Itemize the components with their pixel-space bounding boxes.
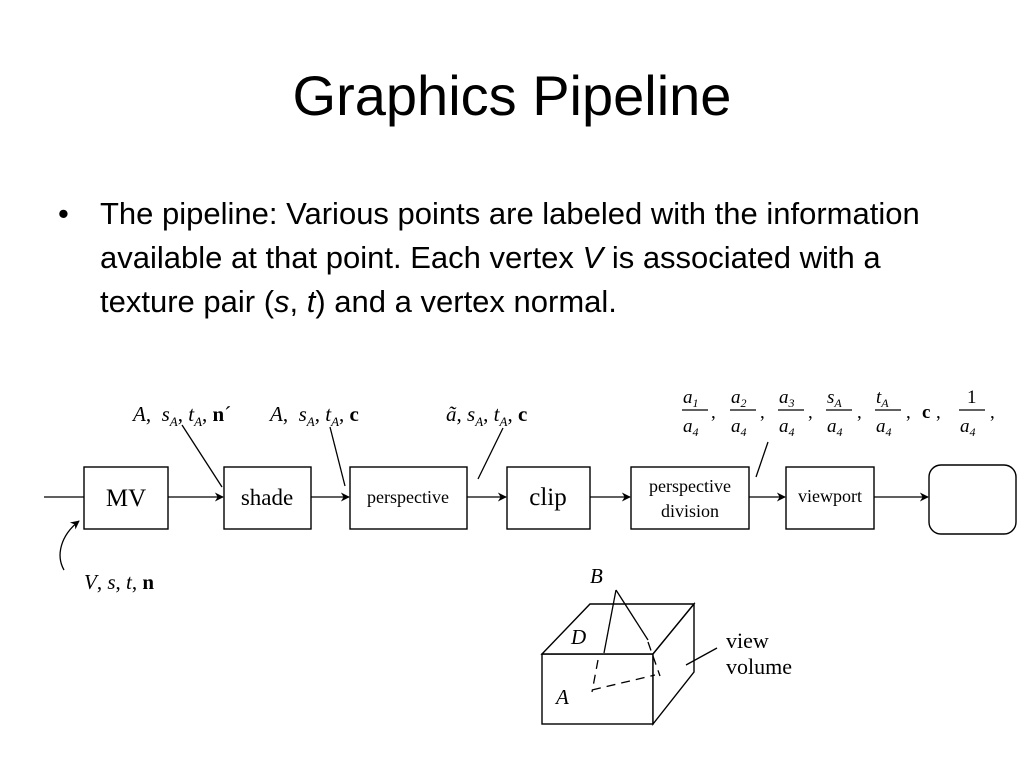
svg-text:sA: sA: [827, 387, 842, 410]
stage-clip: clip: [506, 466, 591, 530]
slide-title: Graphics Pipeline: [292, 64, 732, 127]
label-after-shade: A, sA, tA, c: [268, 402, 359, 429]
cube-line-b-right: [615, 589, 649, 641]
cube-label-a: A: [554, 685, 569, 709]
stage-shade: shade: [223, 466, 312, 530]
bullet-text-part1: The pipeline: Various points are labeled…: [100, 196, 920, 275]
stage-mv-box: [83, 466, 169, 530]
label-after-mv: A, sA, tA, n´: [131, 402, 231, 429]
svg-text:a4: a4: [960, 416, 976, 439]
svg-text:a4: a4: [876, 416, 892, 439]
svg-text:1: 1: [967, 387, 977, 408]
input-arrow: [59, 520, 80, 571]
view-volume-pointer: [685, 647, 718, 666]
bullet-item: • The pipeline: Various points are label…: [58, 192, 958, 324]
pointer-after-shade: [329, 426, 346, 487]
svg-text:a2: a2: [731, 387, 747, 410]
bullet-marker: •: [58, 196, 69, 231]
cube-hidden-edges: [591, 641, 661, 693]
label-after-division: a1 a4 , a2 a4 , a3 a4 , sA a4 , tA a4 , …: [682, 387, 995, 439]
pointer-after-mv: [181, 424, 223, 488]
svg-text:a1: a1: [683, 387, 699, 410]
bullet-text-part2: is associated with a texture pair (: [100, 240, 881, 319]
stage-mv-label: MV: [106, 485, 146, 512]
stage-division-label-line1: perspective: [649, 476, 731, 496]
cube-label-b: B: [590, 564, 603, 588]
label-after-perspective: ã, sA, tA, c: [446, 402, 527, 429]
svg-text:a4: a4: [731, 416, 747, 439]
stage-viewport-box: [785, 466, 875, 530]
view-volume-caption-line1: view: [726, 628, 769, 653]
cube-side-face: [652, 602, 695, 727]
stage-clip-box: [506, 466, 591, 530]
svg-text:,: ,: [990, 402, 995, 423]
texture-t-variable: t: [306, 284, 316, 319]
stage-perspective-box: [349, 466, 468, 530]
svg-text:c: c: [922, 402, 930, 423]
bullet-text: The pipeline: Various points are labeled…: [100, 192, 958, 324]
stage-division-box: [630, 466, 750, 530]
stage-shade-box: [223, 466, 312, 530]
pointer-after-division: [755, 441, 769, 478]
svg-text:,: ,: [808, 402, 813, 423]
svg-text:,: ,: [711, 402, 716, 423]
svg-text:,: ,: [760, 402, 765, 423]
stage-mv: MV: [83, 466, 169, 530]
svg-text:tA: tA: [876, 387, 889, 410]
stage-viewport: viewport: [785, 466, 875, 530]
display-screen: [928, 464, 1017, 535]
stage-perspective-division: perspective division: [630, 466, 750, 530]
svg-text:,: ,: [936, 402, 941, 423]
stage-division-label-line2: division: [661, 501, 719, 521]
stage-shade-label: shade: [241, 485, 293, 510]
view-volume-cube: B D A view volume: [540, 564, 792, 727]
stage-perspective-label: perspective: [367, 487, 449, 507]
view-volume-caption-line2: volume: [726, 654, 792, 679]
svg-text:a3: a3: [779, 387, 795, 410]
pointer-after-perspective: [477, 427, 504, 480]
svg-text:a4: a4: [827, 416, 843, 439]
cube-label-d: D: [570, 625, 586, 649]
texture-s-variable: s: [274, 284, 290, 319]
bullet-text-comma: ,: [289, 284, 307, 319]
vertex-variable: V: [582, 240, 604, 275]
stage-perspective: perspective: [349, 466, 468, 530]
svg-text:a4: a4: [683, 416, 699, 439]
stage-clip-label: clip: [529, 484, 567, 511]
stage-viewport-label: viewport: [798, 486, 862, 506]
svg-text:a4: a4: [779, 416, 795, 439]
svg-text:,: ,: [906, 402, 911, 423]
svg-text:,: ,: [857, 402, 862, 423]
input-label: V, s, t, n: [84, 570, 154, 594]
cube-line-bd: [603, 589, 617, 654]
bullet-text-part3: ) and a vertex normal.: [315, 284, 617, 319]
